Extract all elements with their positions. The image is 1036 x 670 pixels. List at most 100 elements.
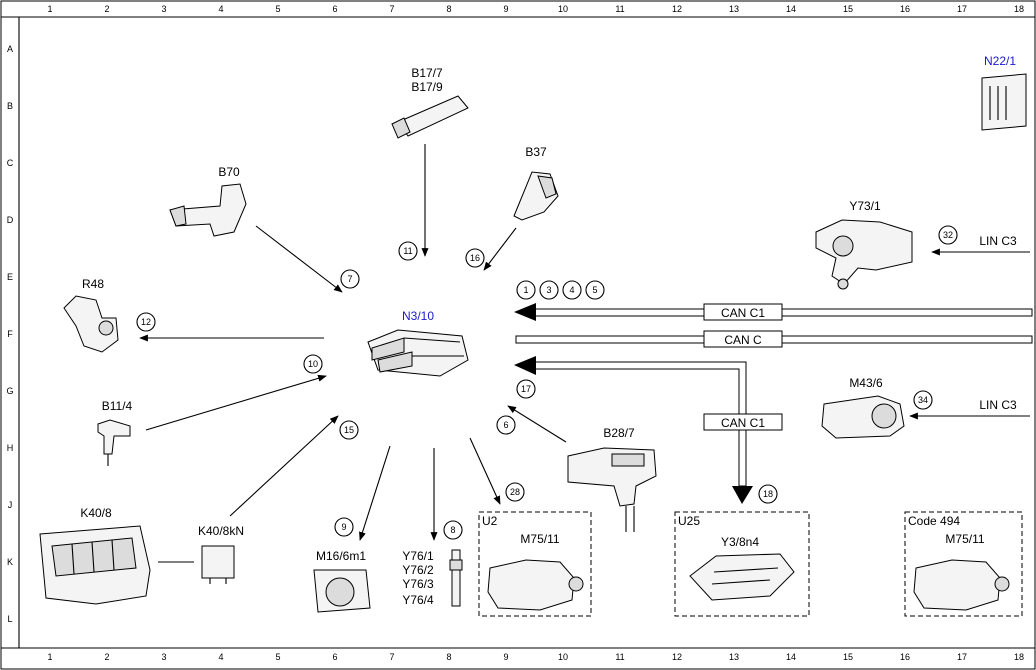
step-6: 6 — [503, 420, 508, 430]
step-32: 32 — [943, 230, 953, 240]
bus-can-c1-mid: CAN C1 — [514, 356, 783, 504]
grid-col-label: 14 — [786, 652, 796, 662]
sensor-b11-4: B11/4 — [97, 374, 327, 466]
grid-col-label: 13 — [729, 652, 739, 662]
arrow-k40kn-to-n3 — [229, 415, 339, 517]
step-34: 34 — [918, 395, 928, 405]
label-u2: U2 — [482, 514, 498, 528]
grid-columns-bottom: 1 2 3 4 5 6 7 8 9 10 11 12 13 14 15 16 1… — [47, 652, 1024, 662]
label-u2-m75-11: M75/11 — [520, 532, 559, 546]
step-12: 12 — [141, 317, 151, 327]
grid-col-label: 3 — [161, 652, 166, 662]
grid-row-label: H — [7, 443, 14, 453]
label-n3-10: N3/10 — [402, 309, 434, 323]
bus-can-c: CAN C — [515, 330, 1033, 348]
grid-col-label: 8 — [446, 652, 451, 662]
step-5: 5 — [592, 285, 597, 295]
grid-col-label: 17 — [957, 652, 967, 662]
grid-col-label: 4 — [218, 652, 223, 662]
label-u25-y3-8n4: Y3/8n4 — [721, 535, 759, 549]
group-code-494: Code 494 M75/11 — [904, 511, 1023, 617]
label-b17-7: B17/7 — [411, 66, 443, 80]
bus-can-c1-top: CAN C1 — [514, 303, 1033, 321]
arrow-n3-to-m16 — [359, 445, 391, 541]
grid-col-label: 11 — [615, 652, 624, 662]
grid-col-label: 6 — [332, 652, 337, 662]
grid-col-label: 17 — [957, 4, 967, 14]
grid-col-label: 1 — [47, 652, 52, 662]
label-y76-2: Y76/2 — [402, 563, 434, 577]
grid-col-label: 10 — [558, 4, 568, 14]
code-494-box — [904, 511, 1023, 617]
label-k40-8: K40/8 — [80, 506, 112, 520]
label-n22-1: N22/1 — [984, 54, 1016, 68]
grid-row-label: K — [7, 557, 13, 567]
u2-box — [478, 511, 592, 617]
step-17: 17 — [521, 384, 531, 394]
grid-row-label: F — [7, 329, 13, 339]
grid-col-label: 2 — [104, 652, 109, 662]
label-r48: R48 — [82, 277, 104, 291]
step-16: 16 — [470, 253, 480, 263]
label-m43-6: M43/6 — [849, 376, 883, 390]
step-7: 7 — [347, 274, 352, 284]
grid-col-label: 5 — [275, 652, 280, 662]
arrow-n3-to-u2 — [469, 437, 501, 505]
grid-row-label: A — [7, 44, 13, 54]
grid-row-label: D — [7, 215, 14, 225]
control-unit-n22-1: N22/1 — [981, 54, 1027, 131]
sensor-r48: R48 — [63, 277, 324, 353]
group-u2: U2 M75/11 — [469, 437, 592, 617]
group-u25: U25 Y3/8n4 — [674, 511, 810, 617]
arrow-b37-to-n3 — [483, 227, 517, 271]
step-11: 11 — [403, 246, 412, 256]
grid-col-label: 15 — [843, 652, 853, 662]
grid-row-label: G — [6, 386, 13, 396]
grid-row-label: E — [7, 272, 13, 282]
grid-col-label: 14 — [786, 4, 796, 14]
step-18: 18 — [763, 489, 773, 499]
label-lin-c3-mid: LIN C3 — [979, 398, 1017, 412]
label-b70: B70 — [218, 165, 240, 179]
label-u25: U25 — [678, 514, 700, 528]
grid-col-label: 8 — [446, 4, 451, 14]
step-3: 3 — [546, 285, 551, 295]
grid-col-label: 18 — [1014, 4, 1024, 14]
step-8: 8 — [450, 525, 455, 535]
arrow-b28-to-n3 — [507, 405, 567, 443]
grid-col-label: 5 — [275, 4, 280, 14]
label-can-c1-top: CAN C1 — [721, 306, 765, 320]
grid-row-label: B — [7, 101, 13, 111]
grid-col-label: 18 — [1014, 652, 1024, 662]
step-markers: 1 3 4 5 6 7 8 9 10 11 12 15 16 17 18 28 … — [136, 225, 958, 540]
sensor-b28-7: B28/7 — [507, 405, 657, 532]
label-y76-3: Y76/3 — [402, 577, 434, 591]
grid-col-label: 9 — [503, 652, 508, 662]
grid-row-label: L — [7, 614, 12, 624]
label-m16-6m1: M16/6m1 — [316, 549, 366, 563]
grid-col-label: 15 — [843, 4, 853, 14]
grid-col-label: 3 — [161, 4, 166, 14]
grid-col-label: 6 — [332, 4, 337, 14]
step-1: 1 — [523, 285, 528, 295]
step-4: 4 — [569, 285, 574, 295]
grid-row-label: C — [7, 158, 14, 168]
arrow-b70-to-n3 — [255, 225, 343, 293]
label-code-494-m75-11: M75/11 — [945, 532, 984, 546]
step-10: 10 — [308, 359, 318, 369]
fuse-box-k40-8: K40/8 — [39, 506, 194, 605]
arrow-b11-to-n3 — [145, 374, 327, 431]
grid-col-label: 2 — [104, 4, 109, 14]
step-15: 15 — [344, 425, 354, 435]
sensor-b17: B17/7 B17/9 — [391, 66, 469, 257]
u25-box — [674, 511, 810, 617]
grid-col-label: 11 — [615, 4, 624, 14]
grid-col-label: 9 — [503, 4, 508, 14]
relay-k40-8kn: K40/8kN — [198, 415, 339, 584]
step-9: 9 — [341, 522, 346, 532]
grid-col-label: 10 — [558, 652, 568, 662]
actuator-y73-1: Y73/1 LIN C3 — [815, 199, 1030, 290]
grid-col-label: 7 — [389, 4, 394, 14]
